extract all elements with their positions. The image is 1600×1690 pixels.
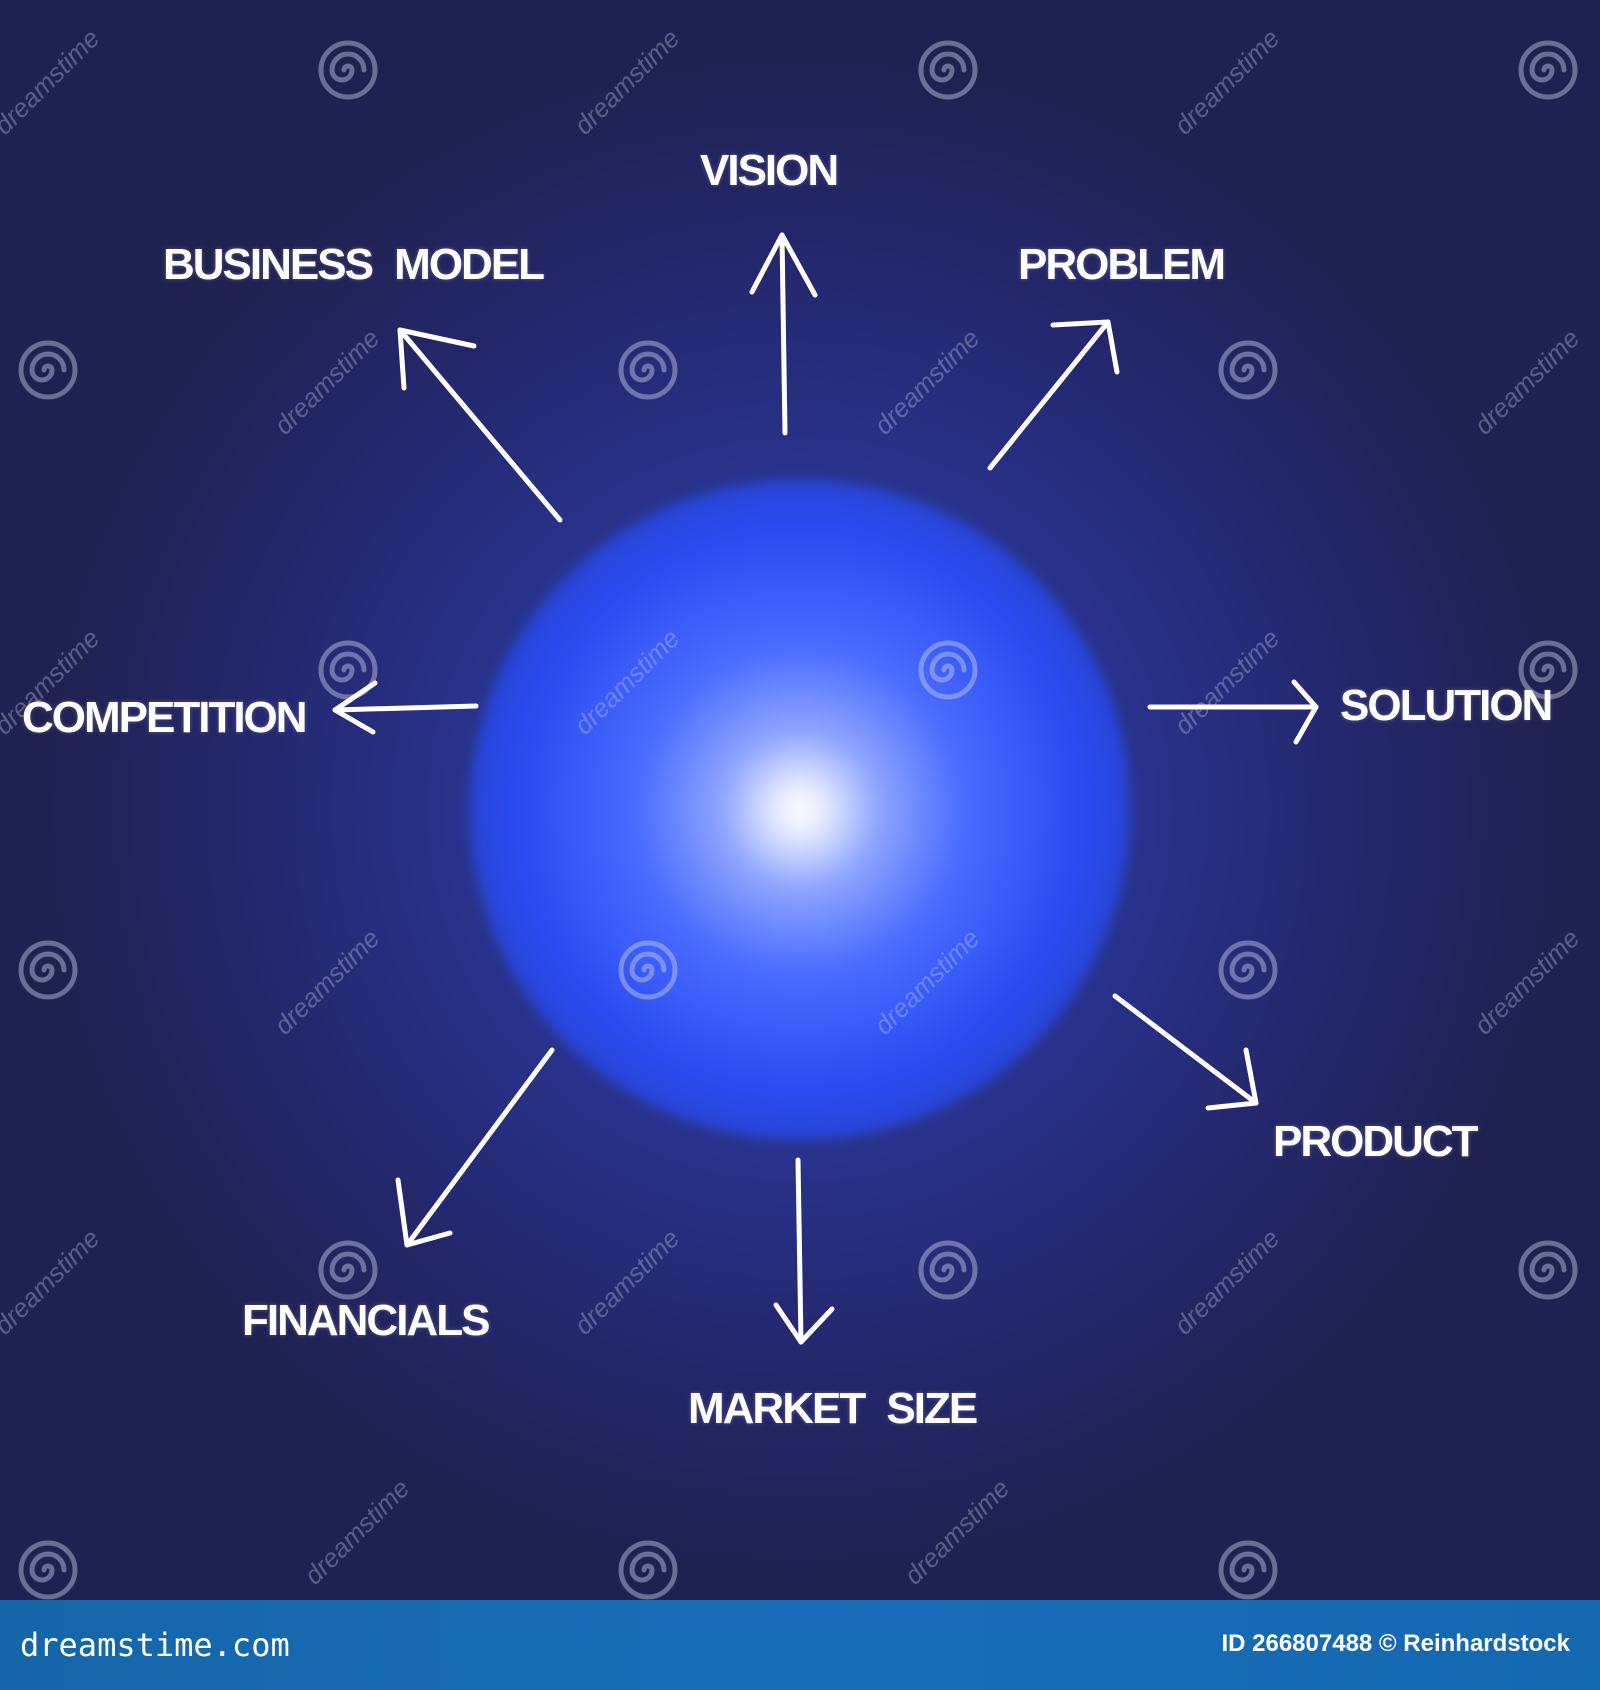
arrow-financials <box>395 1047 555 1248</box>
watermark-spiral-icon <box>16 1538 80 1600</box>
watermark-spiral-icon <box>616 338 680 402</box>
node-financials: FINANCIALS <box>242 1296 490 1345</box>
footer-credit: ID 266807488 © Reinhardstock <box>1221 1630 1570 1657</box>
watermark-spiral-icon <box>916 1238 980 1302</box>
watermark-spiral-icon <box>1216 338 1280 402</box>
watermark-spiral-icon <box>1216 1538 1280 1600</box>
watermark-spiral-icon <box>316 1238 380 1302</box>
arrow-competition <box>332 680 479 735</box>
watermark-spiral-icon <box>16 338 80 402</box>
node-market-size: MARKET SIZE <box>688 1384 978 1433</box>
watermark-spiral-icon <box>316 638 380 702</box>
node-solution: SOLUTION <box>1340 681 1553 730</box>
arrow-product <box>1112 993 1259 1111</box>
watermark-spiral-icon <box>916 638 980 702</box>
watermark-spiral-icon <box>16 938 80 1002</box>
footer-brand-logo: dreamstime.com <box>20 1626 290 1664</box>
arrow-problem <box>987 319 1120 471</box>
footer-bar: dreamstime.com ID 266807488 © Reinhardst… <box>0 1600 1600 1690</box>
node-problem: PROBLEM <box>1018 240 1226 289</box>
arrow-market-size <box>773 1157 835 1345</box>
watermark-spiral-icon <box>1516 638 1580 702</box>
watermark-spiral-icon <box>616 938 680 1002</box>
watermark-spiral-icon <box>1216 938 1280 1002</box>
node-business-model: BUSINESS MODEL <box>163 240 545 289</box>
node-product: PRODUCT <box>1273 1117 1479 1166</box>
arrow-business-model <box>397 327 563 523</box>
watermark-spiral-icon <box>1516 1238 1580 1302</box>
watermark-spiral-icon <box>916 38 980 102</box>
watermark-spiral-icon <box>316 38 380 102</box>
watermark-spiral-icon <box>616 1538 680 1600</box>
arrows-layer <box>332 232 1319 1345</box>
node-competition: COMPETITION <box>22 693 308 742</box>
node-vision: VISION <box>700 146 839 195</box>
arrow-vision <box>749 232 818 436</box>
glowing-orb <box>470 480 1130 1140</box>
watermark-spiral-icon <box>1516 38 1580 102</box>
arrow-solution <box>1147 679 1319 745</box>
